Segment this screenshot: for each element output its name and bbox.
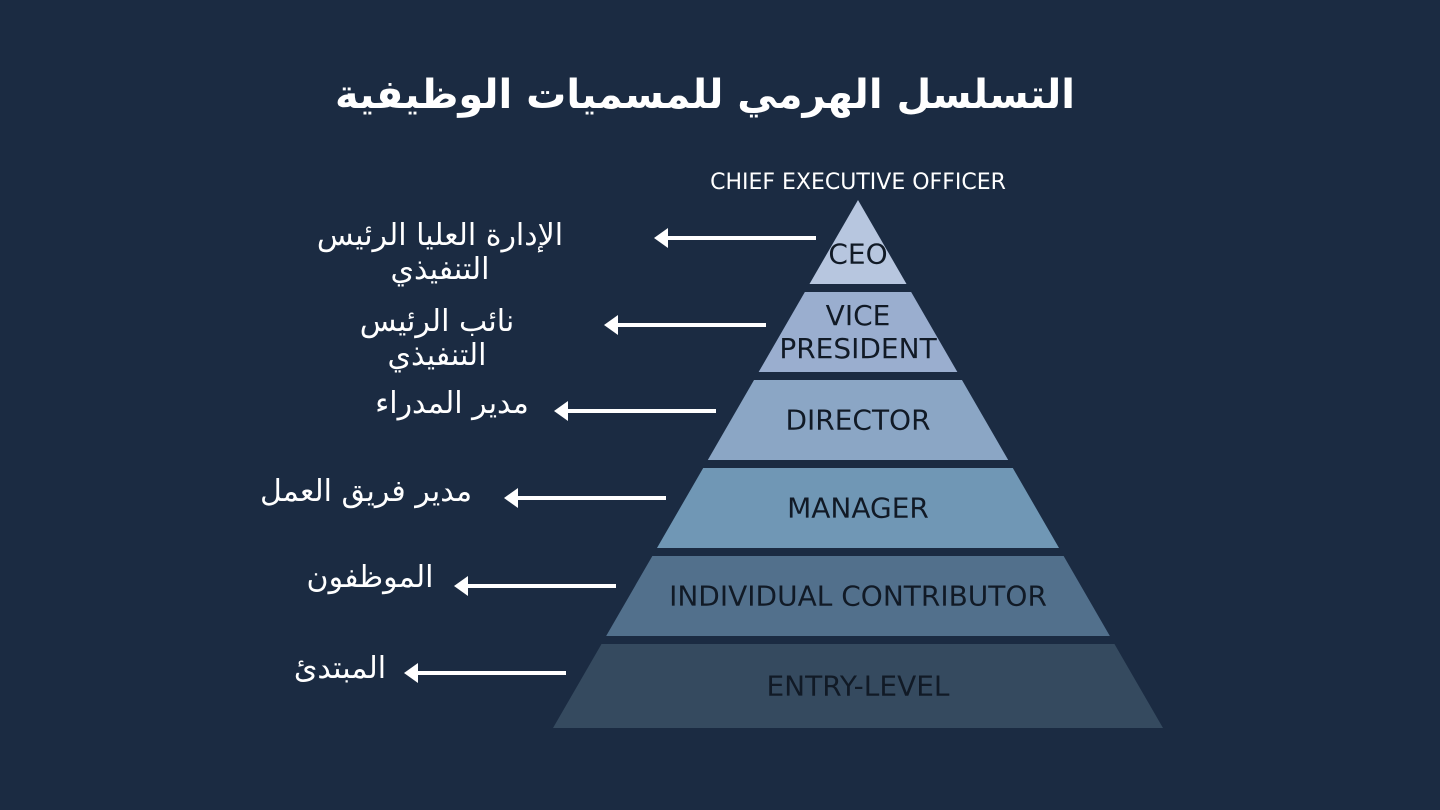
level-label-vice-president: VICE PRESIDENT: [779, 299, 937, 365]
arrow-left-icon: [554, 401, 716, 421]
level-label-director: DIRECTOR: [785, 403, 931, 437]
arrow-left-icon: [454, 576, 616, 596]
role-label-director: مدير المدراء: [375, 386, 529, 421]
pyramid-level-individual-contributor: [606, 556, 1110, 636]
apex-caption: CHIEF EXECUTIVE OFFICER: [710, 170, 1006, 195]
arrow-left-icon: [504, 488, 666, 508]
page-title: التسلسل الهرمي للمسميات الوظيفية: [335, 72, 1075, 118]
pyramid-level-vice-president: [758, 292, 958, 372]
arrow-left-icon: [404, 663, 566, 683]
role-label-vice-president: نائب الرئيس التنفيذي: [359, 304, 515, 373]
role-label-ceo: الإدارة العليا الرئيس التنفيذي: [316, 218, 564, 287]
level-label-entry-level: ENTRY-LEVEL: [766, 669, 950, 703]
pyramid-level-director: [707, 380, 1009, 460]
role-label-individual-contributor: الموظفون: [306, 560, 434, 595]
role-label-manager: مدير فريق العمل: [259, 474, 473, 509]
role-label-entry-level: المبتدئ: [293, 651, 387, 686]
level-label-manager: MANAGER: [787, 491, 929, 525]
arrow-left-icon: [604, 315, 766, 335]
arrow-left-icon: [654, 228, 816, 248]
pyramid-level-manager: [656, 468, 1060, 548]
pyramid-level-ceo: [809, 200, 907, 284]
pyramid-level-entry-level: [553, 644, 1163, 728]
level-label-ceo: CEO: [828, 237, 888, 271]
level-label-individual-contributor: INDIVIDUAL CONTRIBUTOR: [669, 579, 1047, 613]
